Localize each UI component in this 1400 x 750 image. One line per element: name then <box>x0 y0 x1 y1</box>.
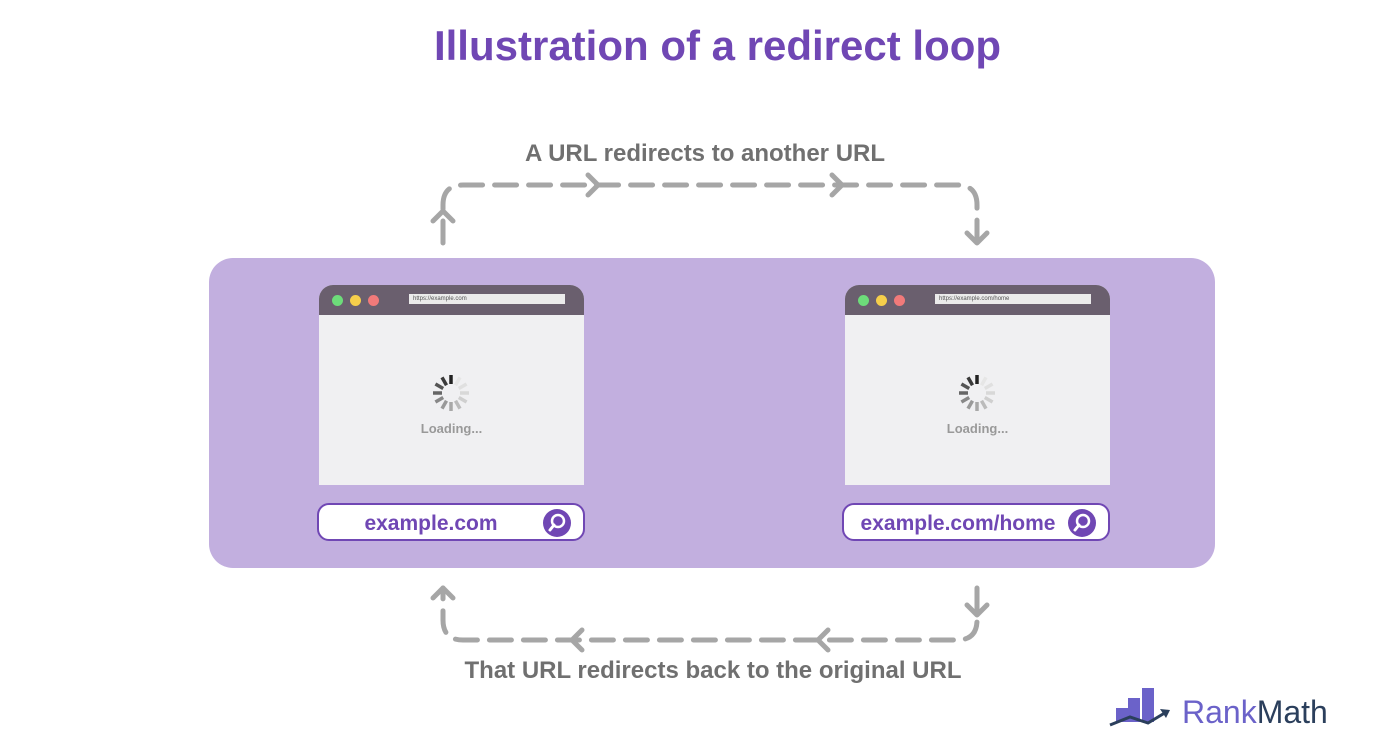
logo-rank: Rank <box>1182 694 1257 730</box>
spinner-tick <box>979 399 988 410</box>
rankmath-logo-text: RankMath <box>1182 694 1328 731</box>
loading-text: Loading... <box>946 421 1009 436</box>
spinner-tick <box>979 376 988 387</box>
search-icon[interactable] <box>1068 509 1096 537</box>
arrowhead-up-icon <box>430 208 456 224</box>
spinner-tick <box>457 382 468 391</box>
search-icon[interactable] <box>543 509 571 537</box>
red-dot-icon <box>368 295 379 306</box>
spinner-tick <box>440 376 449 387</box>
arrowhead-left-icon <box>569 627 585 653</box>
spinner-tick <box>434 395 445 404</box>
spinner-tick <box>966 376 975 387</box>
green-dot-icon <box>332 295 343 306</box>
address-bar[interactable]: https://example.com <box>409 294 565 304</box>
top-arrow-path <box>440 182 980 246</box>
browser-titlebar: https://example.com <box>319 285 584 315</box>
spinner-tick <box>434 382 445 391</box>
browser-window-right: https://example.com/home Loading... <box>845 285 1110 485</box>
arrowhead-down-icon <box>964 602 990 618</box>
spinner-tick <box>457 395 468 404</box>
yellow-dot-icon <box>350 295 361 306</box>
browser-window-left: https://example.com Loading... <box>319 285 584 485</box>
spinner-tick <box>960 382 971 391</box>
loading-spinner-icon <box>959 375 995 411</box>
spinner-tick <box>960 395 971 404</box>
arrowhead-down-icon <box>964 230 990 246</box>
loading-spinner-icon <box>433 375 469 411</box>
search-box-right[interactable]: example.com/home <box>842 503 1110 541</box>
arrowhead-left-icon <box>815 627 831 653</box>
search-box-left[interactable]: example.com <box>317 503 585 541</box>
arrowhead-right-icon <box>585 172 601 198</box>
arrowhead-right-icon <box>829 172 845 198</box>
logo-math: Math <box>1256 694 1328 730</box>
spinner-tick <box>453 376 462 387</box>
spinner-tick <box>983 395 994 404</box>
spinner-tick <box>966 399 975 410</box>
yellow-dot-icon <box>876 295 887 306</box>
search-text: example.com/home <box>860 512 1056 535</box>
top-caption: A URL redirects to another URL <box>524 140 886 167</box>
arrowhead-up-icon <box>430 585 456 601</box>
loading-text: Loading... <box>420 421 483 436</box>
search-text: example.com <box>364 512 498 535</box>
bottom-arrow-path <box>440 585 980 643</box>
spinner-tick <box>440 399 449 410</box>
bottom-caption: That URL redirects back to the original … <box>464 657 962 684</box>
browser-titlebar: https://example.com/home <box>845 285 1110 315</box>
green-dot-icon <box>858 295 869 306</box>
spinner-tick <box>983 382 994 391</box>
red-dot-icon <box>894 295 905 306</box>
address-bar[interactable]: https://example.com/home <box>935 294 1091 304</box>
rankmath-logo-icon <box>1109 688 1170 727</box>
spinner-tick <box>453 399 462 410</box>
diagram-title: Illustration of a redirect loop <box>433 22 1002 69</box>
